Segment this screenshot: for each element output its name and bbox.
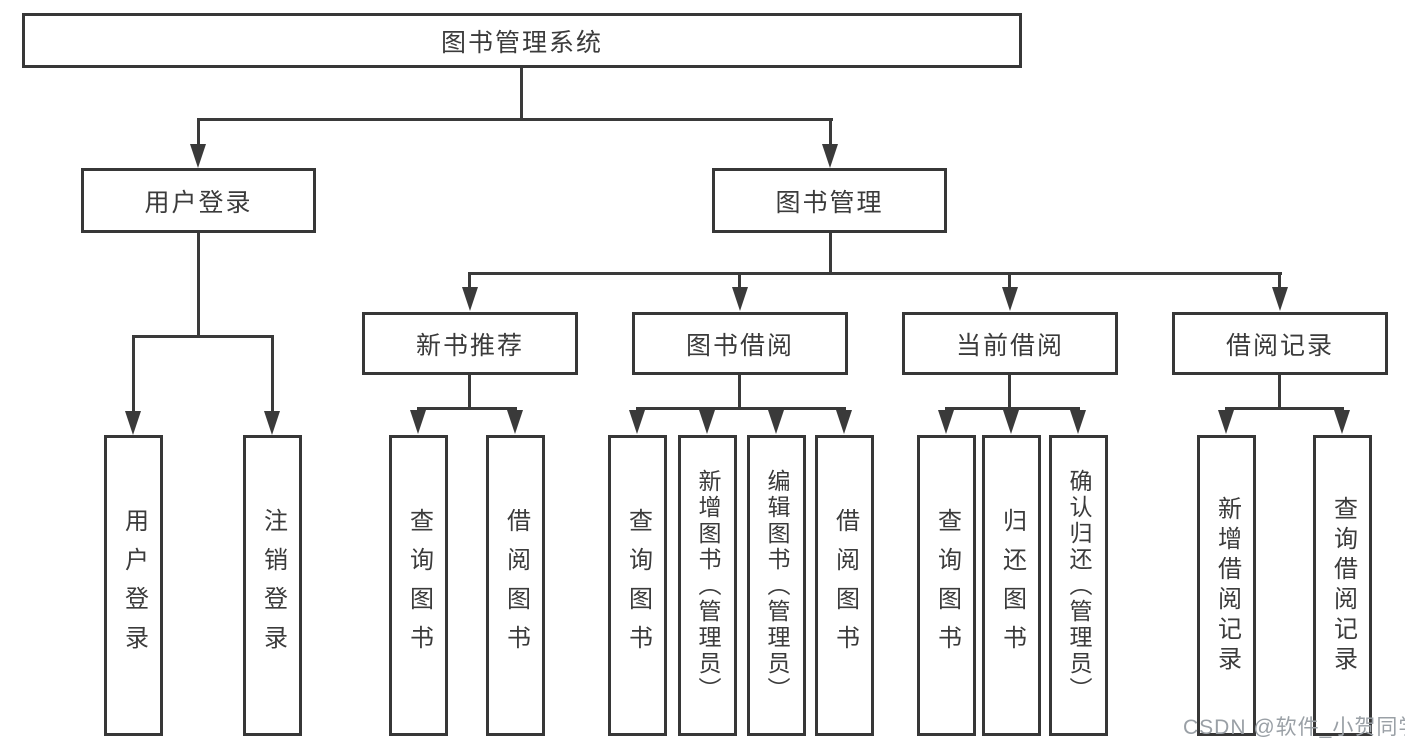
arrow-down-icon [836, 410, 852, 434]
connector-bookborrow-stub [738, 375, 741, 409]
connector-userlogin-hbar [132, 335, 274, 338]
node-book-management: 图书管理 [712, 168, 947, 233]
connector-to-user-login [197, 118, 200, 146]
connector-borrowrecords-hbar [1225, 407, 1344, 410]
node-borrow-records: 借阅记录 [1172, 312, 1388, 375]
connector-currentborrow-hbar [945, 407, 1080, 410]
leaf-add-borrow-record: 新增借阅记录 [1197, 435, 1256, 736]
node-new-book-recommend: 新书推荐 [362, 312, 578, 375]
leaf-borrow-books: 借阅图书 [815, 435, 874, 736]
arrow-down-icon [1003, 410, 1019, 434]
leaf-query-books-newrec: 查询图书 [389, 435, 448, 736]
arrow-down-icon [629, 410, 645, 434]
leaf-query-books-borrow: 查询图书 [608, 435, 667, 736]
connector-to-leaf-logout [271, 335, 274, 411]
arrow-down-icon [190, 144, 206, 168]
leaf-return-books: 归还图书 [982, 435, 1041, 736]
connector-to-leaf-user-login [132, 335, 135, 411]
node-user-login: 用户登录 [81, 168, 316, 233]
arrow-down-icon [1272, 287, 1288, 311]
connector-userlogin-stub [197, 233, 200, 337]
leaf-borrow-books-newrec: 借阅图书 [486, 435, 545, 736]
arrow-down-icon [822, 144, 838, 168]
leaf-user-login: 用户登录 [104, 435, 163, 736]
connector-bookborrow-hbar [636, 407, 846, 410]
leaf-logout-login: 注销登录 [243, 435, 302, 736]
connector-to-new-books [468, 272, 471, 288]
node-root: 图书管理系统 [22, 13, 1022, 68]
connector-currentborrow-stub [1008, 375, 1011, 409]
node-current-borrow: 当前借阅 [902, 312, 1118, 375]
arrow-down-icon [1218, 410, 1234, 434]
arrow-down-icon [507, 410, 523, 434]
arrow-down-icon [462, 287, 478, 311]
arrow-down-icon [1070, 410, 1086, 434]
leaf-confirm-return-admin: 确认归还（管理员） [1049, 435, 1108, 736]
connector-to-current-borrow [1008, 272, 1011, 288]
arrow-down-icon [1334, 410, 1350, 434]
csdn-watermark: CSDN @软件_小贺同学 [1183, 716, 1405, 739]
connector-newbooks-hbar [417, 407, 517, 410]
arrow-down-icon [1002, 287, 1018, 311]
arrow-down-icon [264, 411, 280, 435]
connector-to-book-borrow [738, 272, 741, 288]
leaf-query-borrow-record: 查询借阅记录 [1313, 435, 1372, 736]
connector-root-hbar [197, 118, 833, 121]
arrow-down-icon [768, 410, 784, 434]
leaf-add-books-admin: 新增图书（管理员） [678, 435, 737, 736]
connector-bookmgmt-stub [829, 233, 832, 274]
arrow-down-icon [938, 410, 954, 434]
connector-borrowrecords-stub [1278, 375, 1281, 409]
leaf-edit-books-admin: 编辑图书（管理员） [747, 435, 806, 736]
node-book-borrow: 图书借阅 [632, 312, 848, 375]
connector-bookmgmt-hbar [468, 272, 1282, 275]
connector-to-book-management [829, 118, 832, 146]
arrow-down-icon [699, 410, 715, 434]
connector-to-borrow-records [1278, 272, 1281, 288]
connector-root-stub [520, 68, 523, 120]
arrow-down-icon [125, 411, 141, 435]
connector-newbooks-stub [468, 375, 471, 409]
leaf-query-books-current: 查询图书 [917, 435, 976, 736]
arrow-down-icon [732, 287, 748, 311]
arrow-down-icon [410, 410, 426, 434]
